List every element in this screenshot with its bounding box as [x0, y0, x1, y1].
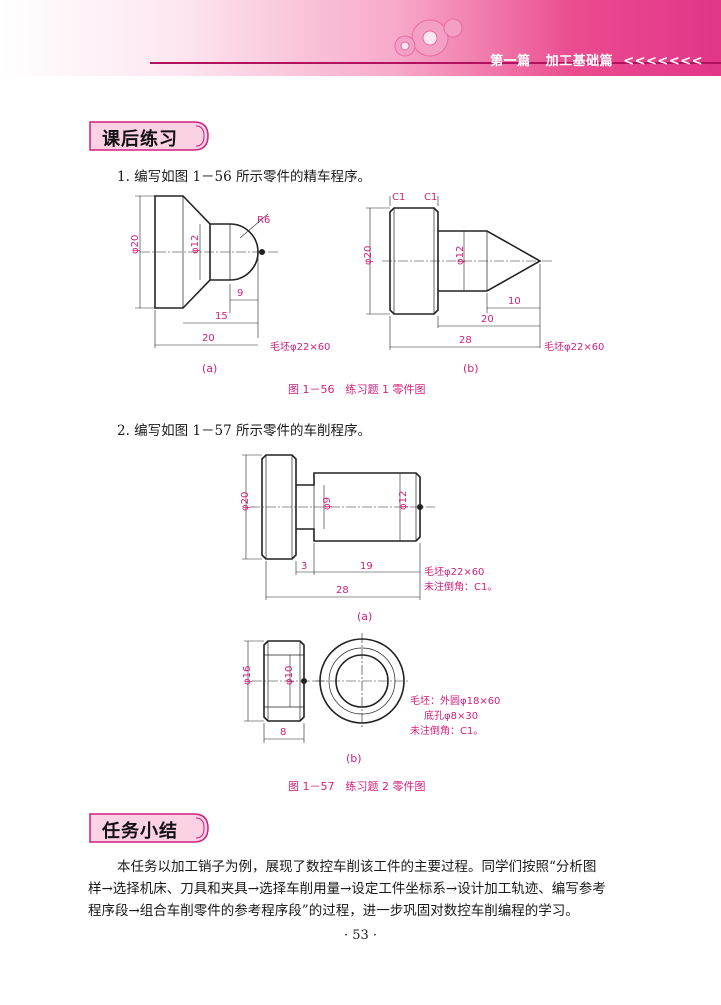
dim-length-20: 20 — [481, 314, 494, 325]
dim-mid-diameter: φ9 — [322, 497, 333, 510]
summary-line-1: 本任务以加工销子为例，展现了数控车削该工件的主要过程。同学们按照“分析图 — [117, 859, 597, 875]
question-2: 2. 编写如图 1－57 所示零件的车削程序。 — [117, 423, 372, 439]
chamfer-label-2: C1 — [424, 192, 437, 203]
dim-inner-diameter: φ12 — [398, 491, 409, 510]
figure-57a-label: (a) — [357, 610, 373, 623]
summary-line-2: 样→选择机床、刀具和夹具→选择车削用量→设定工件坐标系→设计加工轨迹、编写参考 — [88, 881, 606, 897]
part-label: 第一篇 — [490, 54, 531, 69]
blank-spec: 毛坯φ22×60 — [270, 341, 330, 353]
figure-56a-label: (a) — [202, 362, 218, 375]
chapter-label: 加工基础篇 — [545, 54, 614, 69]
question-1: 1. 编写如图 1－56 所示零件的精车程序。 — [117, 169, 372, 185]
dim-length-28: 28 — [336, 585, 349, 596]
chamfer-note: 未注倒角：C1。 — [410, 724, 483, 737]
summary-line-3: 程序段→组合车削零件的参考程序段”的过程，进一步巩固对数控车削编程的学习。 — [88, 903, 579, 919]
header-title: 第一篇 加工基础篇 <<<<<<< — [490, 50, 703, 69]
figure-57b-label: (b) — [346, 752, 362, 765]
page-number: · 53 · — [343, 928, 378, 943]
dim-length-9: 9 — [237, 288, 243, 299]
dim-inner-diameter: φ12 — [190, 235, 201, 254]
section-title: 课后练习 — [102, 129, 178, 150]
section-title: 任务小结 — [102, 821, 178, 842]
figure-56-caption: 图 1－56 练习题 1 零件图 — [288, 383, 426, 396]
dim-outer-diameter: φ16 — [242, 666, 253, 685]
dim-inner-diameter: φ10 — [284, 666, 295, 685]
figure-56b-drawing: C1 C1 φ20 φ12 10 20 28 毛坯φ22×60 — [363, 192, 604, 353]
dim-length-10: 10 — [508, 296, 521, 307]
dim-length-15: 15 — [215, 311, 228, 322]
chamfer-note: 未注倒角：C1。 — [424, 580, 497, 593]
tab-background — [89, 121, 209, 151]
dim-length-8: 8 — [280, 727, 286, 738]
dim-outer-diameter: φ20 — [240, 492, 251, 511]
figure-57a-drawing: φ20 φ9 φ12 3 19 28 毛坯φ22×60 未注倒角：C1。 — [240, 454, 497, 600]
figure-56b-label: (b) — [463, 362, 479, 375]
chevrons: <<<<<<< — [623, 54, 703, 69]
blank-spec-line-1: 毛坯：外圆φ18×60 — [410, 695, 500, 707]
dim-length-3: 3 — [301, 561, 307, 572]
blank-spec: 毛坯φ22×60 — [544, 341, 604, 353]
dim-length-19: 19 — [360, 561, 373, 572]
tab-background — [89, 813, 209, 843]
dim-length-28: 28 — [459, 335, 472, 346]
chamfer-label-1: C1 — [392, 192, 405, 203]
blank-spec: 毛坯φ22×60 — [424, 566, 484, 578]
blank-spec-line-2: 底孔φ8×30 — [424, 709, 478, 722]
dim-radius: R6 — [257, 215, 270, 226]
figure-57b-drawing: φ16 φ10 8 毛坯：外圆φ18×60 底孔φ8×30 未注倒角：C1。 — [242, 633, 500, 743]
gear-icon — [394, 18, 463, 57]
dim-outer-diameter: φ20 — [130, 235, 141, 254]
section-tab-exercises: 课后练习 — [88, 120, 210, 152]
figure-57-caption: 图 1－57 练习题 2 零件图 — [288, 780, 426, 793]
dim-length-20: 20 — [202, 333, 215, 344]
figure-56a-drawing: φ20 φ12 R6 9 15 20 毛坯φ22×60 — [130, 195, 330, 353]
section-tab-summary: 任务小结 — [88, 812, 210, 844]
dim-inner-diameter: φ12 — [455, 246, 466, 265]
dim-outer-diameter: φ20 — [363, 246, 374, 265]
header-rule — [150, 62, 721, 64]
